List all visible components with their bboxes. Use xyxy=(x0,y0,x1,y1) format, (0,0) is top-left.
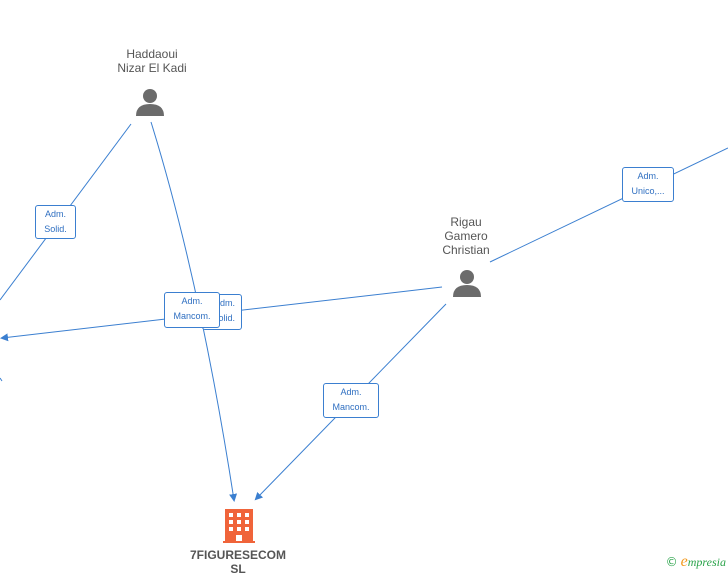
edge-stub-left xyxy=(0,377,3,382)
person-name-line1: Rigau xyxy=(450,215,482,229)
edge-label-adm-unico-right[interactable]: Adm. Unico,... xyxy=(622,167,674,202)
person-icon[interactable] xyxy=(452,268,482,298)
edge-right-to-rigau xyxy=(489,147,728,263)
person-icon[interactable] xyxy=(135,87,165,117)
brand-initial: e xyxy=(680,553,688,570)
copyright-icon: © xyxy=(665,555,678,569)
company-name-line1: 7FIGURESECOM xyxy=(189,548,286,562)
company-building-icon[interactable] xyxy=(223,509,255,543)
edge-label-adm-mancom-mid[interactable]: Adm. Mancom. xyxy=(164,292,220,328)
brand-rest: mpresia xyxy=(687,555,726,569)
person-name-line3: Christian xyxy=(442,243,490,257)
company-label[interactable]: 7FIGURESECOM SL xyxy=(170,548,306,575)
person-name-line2: Gamero xyxy=(444,229,488,243)
person-label-haddaoui: Haddaoui Nizar El Kadi xyxy=(100,47,204,75)
empresia-logo: ©empresia xyxy=(666,553,726,571)
person-name-line1: Haddaoui xyxy=(126,47,178,61)
company-name-line2: SL xyxy=(230,562,246,575)
person-label-rigau: Rigau Gamero Christian xyxy=(420,215,512,257)
person-name-line2: Nizar El Kadi xyxy=(117,61,187,75)
edge-label-adm-mancom-lower[interactable]: Adm. Mancom. xyxy=(323,383,379,418)
edge-label-adm-solid-left[interactable]: Adm. Solid. xyxy=(35,205,76,239)
